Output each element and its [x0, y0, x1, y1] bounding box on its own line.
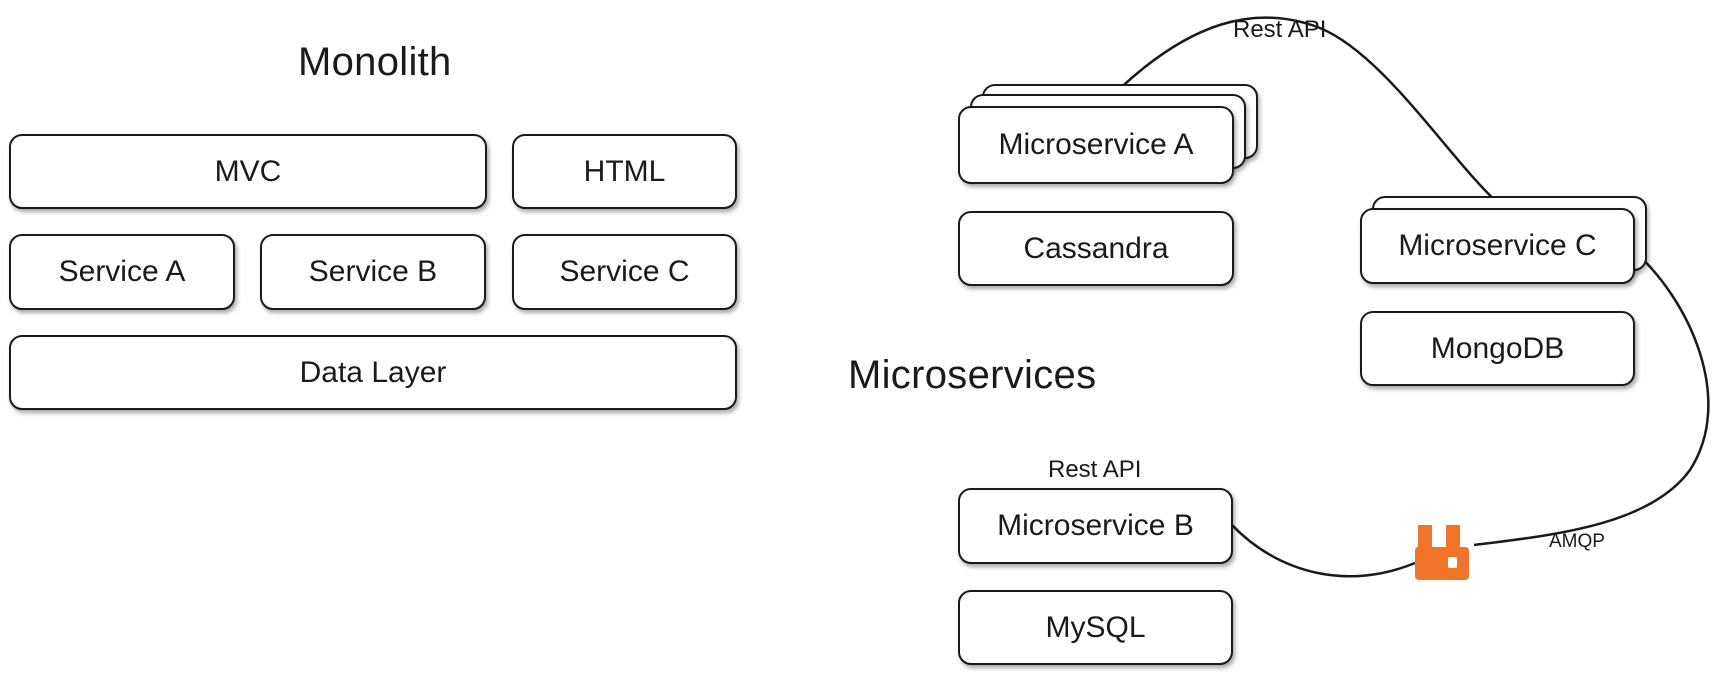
microservice-b-box: Microservice B	[958, 488, 1233, 564]
rabbitmq-icon	[1415, 525, 1469, 580]
mysql-box: MySQL	[958, 590, 1233, 665]
microservice-a-box: Microservice A	[958, 106, 1234, 184]
rest-api-connector-a-to-c	[1099, 16, 1501, 206]
mvc-layer: MVC	[9, 134, 487, 209]
microservice-c-box: Microservice C	[1360, 208, 1635, 284]
html-layer: HTML	[512, 134, 737, 209]
rest-api-label-top: Rest API	[1233, 16, 1327, 43]
mongodb-box: MongoDB	[1360, 311, 1635, 386]
rest-api-label-b: Rest API	[1048, 456, 1142, 483]
amqp-label: AMQP	[1549, 531, 1605, 552]
data-layer-box: Data Layer	[9, 335, 737, 410]
connector-b-to-broker	[1231, 524, 1416, 578]
service-b-box: Service B	[260, 234, 486, 310]
service-a-box: Service A	[9, 234, 235, 310]
monolith-title: Monolith	[298, 40, 452, 84]
service-c-box: Service C	[512, 234, 737, 310]
microservices-title: Microservices	[848, 353, 1097, 397]
amqp-connector-c-to-broker	[1473, 249, 1710, 547]
cassandra-box: Cassandra	[958, 211, 1234, 286]
